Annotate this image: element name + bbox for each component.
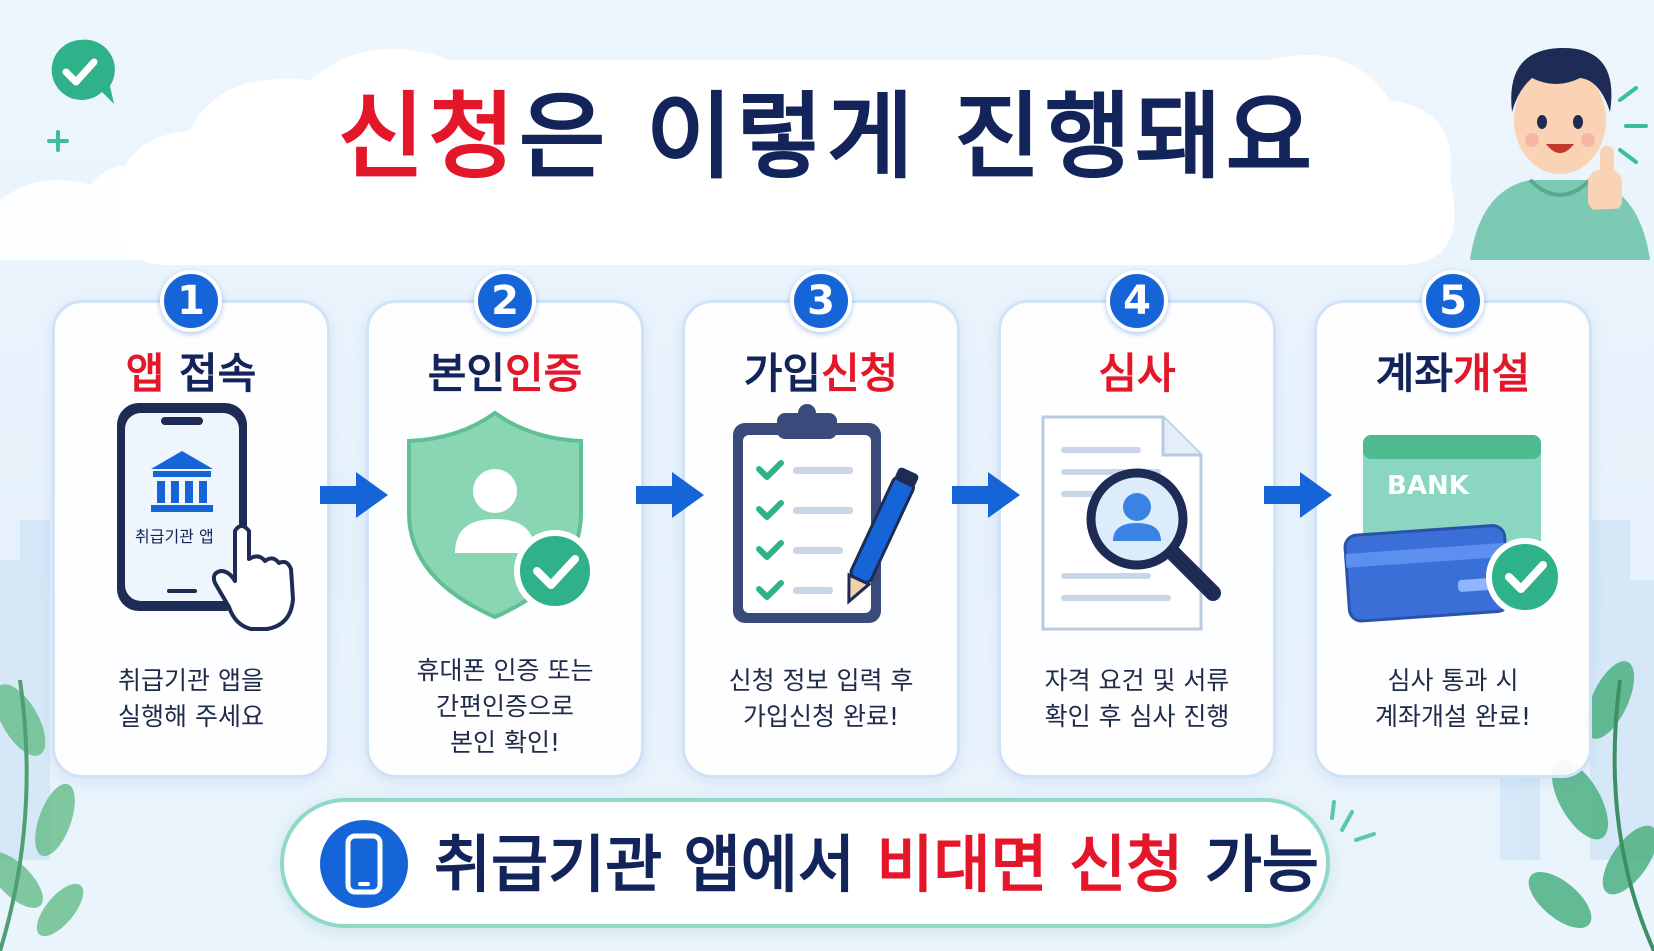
step-2-description: 휴대폰 인증 또는 간편인증으로 본인 확인! xyxy=(369,653,641,761)
step-5-title: 계좌개설 xyxy=(1317,349,1589,399)
step-card-1: 앱 접속 취급기관 앱 취급기관 앱을 실행해 주세요 xyxy=(52,300,330,778)
step-3-description: 신청 정보 입력 후 가입신청 완료! xyxy=(685,663,957,735)
bank-account-illustration: BANK xyxy=(1317,403,1595,653)
clipboard-illustration xyxy=(685,403,963,653)
card-icon xyxy=(1343,524,1511,623)
step-1-title: 앱 접속 xyxy=(55,349,327,399)
step-card-5: 계좌개설 BANK 심사 통과 시 계좌개설 완료! xyxy=(1314,300,1592,778)
step-card-3: 가입신청 xyxy=(682,300,960,778)
step-5-desc-line: 심사 통과 시 xyxy=(1387,666,1519,695)
step-2-title: 본인인증 xyxy=(369,349,641,399)
check-badge-icon xyxy=(1486,538,1564,616)
bottom-banner: 취급기관 앱에서 비대면 신청 가능 xyxy=(280,798,1330,928)
step-card-4: 심사 자격 요건 및 서류 확인 후 심사 진행 xyxy=(998,300,1276,778)
title-rest: 은 이렇게 진행돼요 xyxy=(518,83,1317,192)
bank-building-icon xyxy=(151,451,213,512)
step-2-desc-line: 휴대폰 인증 또는 xyxy=(416,656,594,685)
step-2-desc-line: 간편인증으로 xyxy=(435,692,574,721)
step-1-description: 취급기관 앱을 실행해 주세요 xyxy=(55,663,327,735)
step-3-desc-line: 신청 정보 입력 후 xyxy=(728,666,914,695)
step-5-title-highlight: 개설 xyxy=(1453,349,1531,398)
arrow-right-icon xyxy=(636,472,704,518)
step-number-1: 1 xyxy=(160,270,222,332)
step-card-2: 본인인증 휴대폰 인증 또는 간편인증으로 본인 확인! xyxy=(366,300,644,778)
step-1-title-highlight: 앱 xyxy=(125,349,165,398)
step-2-title-plain: 본인 xyxy=(427,349,505,398)
arrow-right-icon xyxy=(952,472,1020,518)
title-cloud xyxy=(118,48,1455,265)
bank-label: BANK xyxy=(1387,471,1469,501)
page-title: 신청은 이렇게 진행돼요 xyxy=(0,78,1654,198)
phone-illustration: 취급기관 앱 xyxy=(55,403,333,653)
banner-text-after: 가능 xyxy=(1183,828,1319,901)
step-3-title: 가입신청 xyxy=(685,349,957,399)
step-5-title-plain: 계좌 xyxy=(1375,349,1453,398)
magnifier-icon xyxy=(1086,468,1221,601)
pointing-hand-icon xyxy=(211,524,295,631)
step-number-5: 5 xyxy=(1422,270,1484,332)
step-number-3: 3 xyxy=(790,270,852,332)
chat-check-icon xyxy=(51,39,115,104)
step-4-desc-line: 자격 요건 및 서류 xyxy=(1044,666,1230,695)
step-4-desc-line: 확인 후 심사 진행 xyxy=(1044,702,1230,731)
step-1-title-rest: 접속 xyxy=(164,349,257,398)
step-4-description: 자격 요건 및 서류 확인 후 심사 진행 xyxy=(1001,663,1273,735)
step-2-desc-line: 본인 확인! xyxy=(450,728,560,757)
pen-icon xyxy=(847,467,919,605)
arrow-right-icon xyxy=(1264,472,1332,518)
step-2-title-highlight: 인증 xyxy=(505,349,583,398)
step-3-desc-line: 가입신청 완료! xyxy=(743,702,899,731)
title-highlight: 신청 xyxy=(337,83,519,192)
arrow-right-icon xyxy=(320,472,388,518)
step-3-title-highlight: 신청 xyxy=(821,349,899,398)
step-1-desc-line: 취급기관 앱을 xyxy=(118,666,264,695)
shield-illustration xyxy=(369,403,647,653)
step-4-title: 심사 xyxy=(1001,349,1273,399)
step-number-4: 4 xyxy=(1106,270,1168,332)
document-review-illustration xyxy=(1001,403,1279,653)
step-4-title-highlight: 심사 xyxy=(1098,349,1176,398)
phone-screen-label: 취급기관 앱 xyxy=(135,527,214,546)
banner-text: 취급기관 앱에서 비대면 신청 가능 xyxy=(434,826,1319,904)
banner-text-before: 취급기관 앱에서 xyxy=(434,828,877,901)
check-badge-icon xyxy=(514,530,596,612)
step-5-desc-line: 계좌개설 완료! xyxy=(1375,702,1531,731)
step-3-title-plain: 가입 xyxy=(743,349,821,398)
step-1-desc-line: 실행해 주세요 xyxy=(118,702,264,731)
step-5-description: 심사 통과 시 계좌개설 완료! xyxy=(1317,663,1589,735)
thumbs-up-mascot xyxy=(1470,47,1650,260)
step-number-2: 2 xyxy=(474,270,536,332)
banner-highlight: 비대면 신청 xyxy=(876,828,1184,901)
mobile-phone-icon xyxy=(320,820,408,908)
